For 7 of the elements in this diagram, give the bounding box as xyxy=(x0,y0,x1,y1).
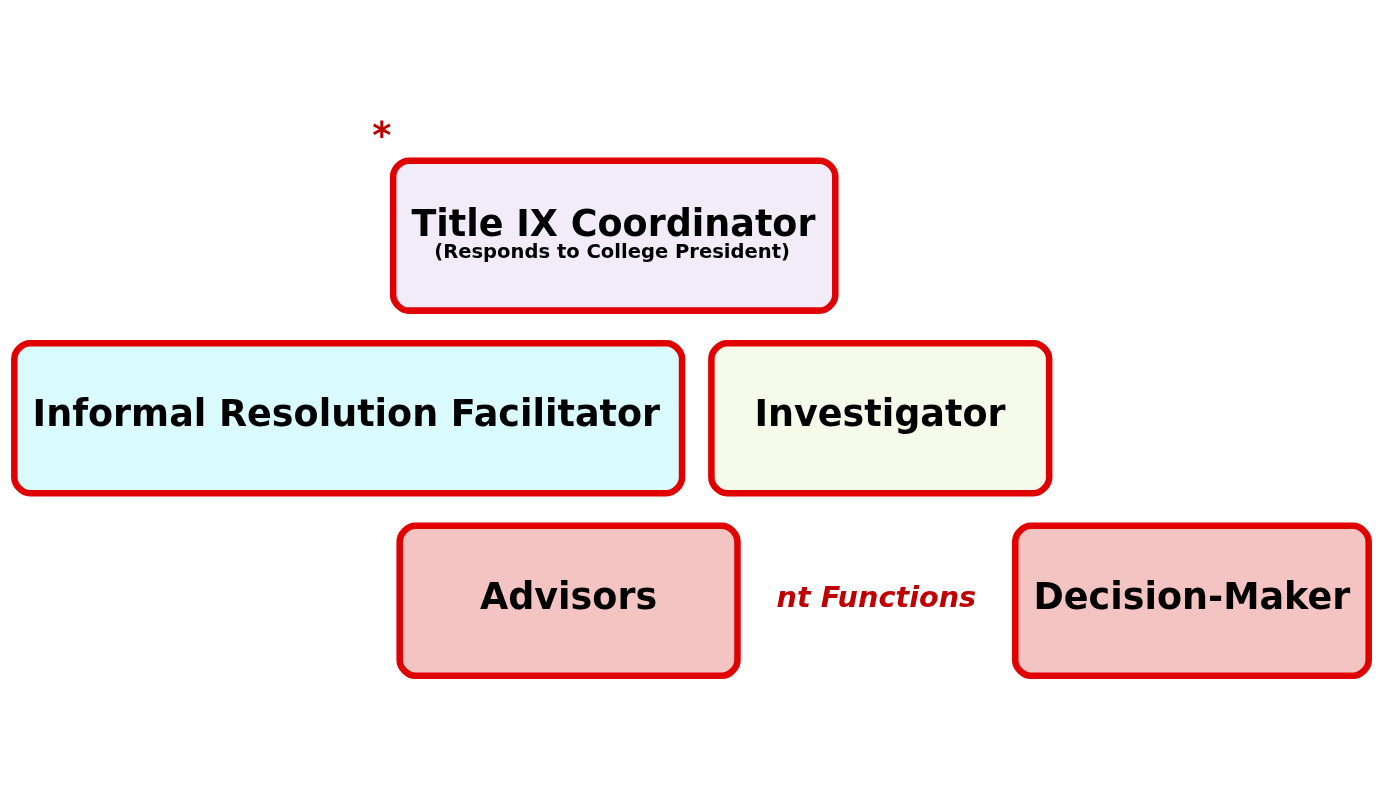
label: nt Functions xyxy=(776,579,977,614)
node-box: Title IX Coordinator (Responds to College President) xyxy=(389,157,839,314)
node-box: Informal Resolution Facilitator xyxy=(11,339,686,497)
node-box: Advisors xyxy=(396,522,741,680)
node-label: * xyxy=(372,114,392,158)
node-box: Decision-Maker xyxy=(1012,522,1372,680)
node-box: Investigator xyxy=(708,339,1053,497)
